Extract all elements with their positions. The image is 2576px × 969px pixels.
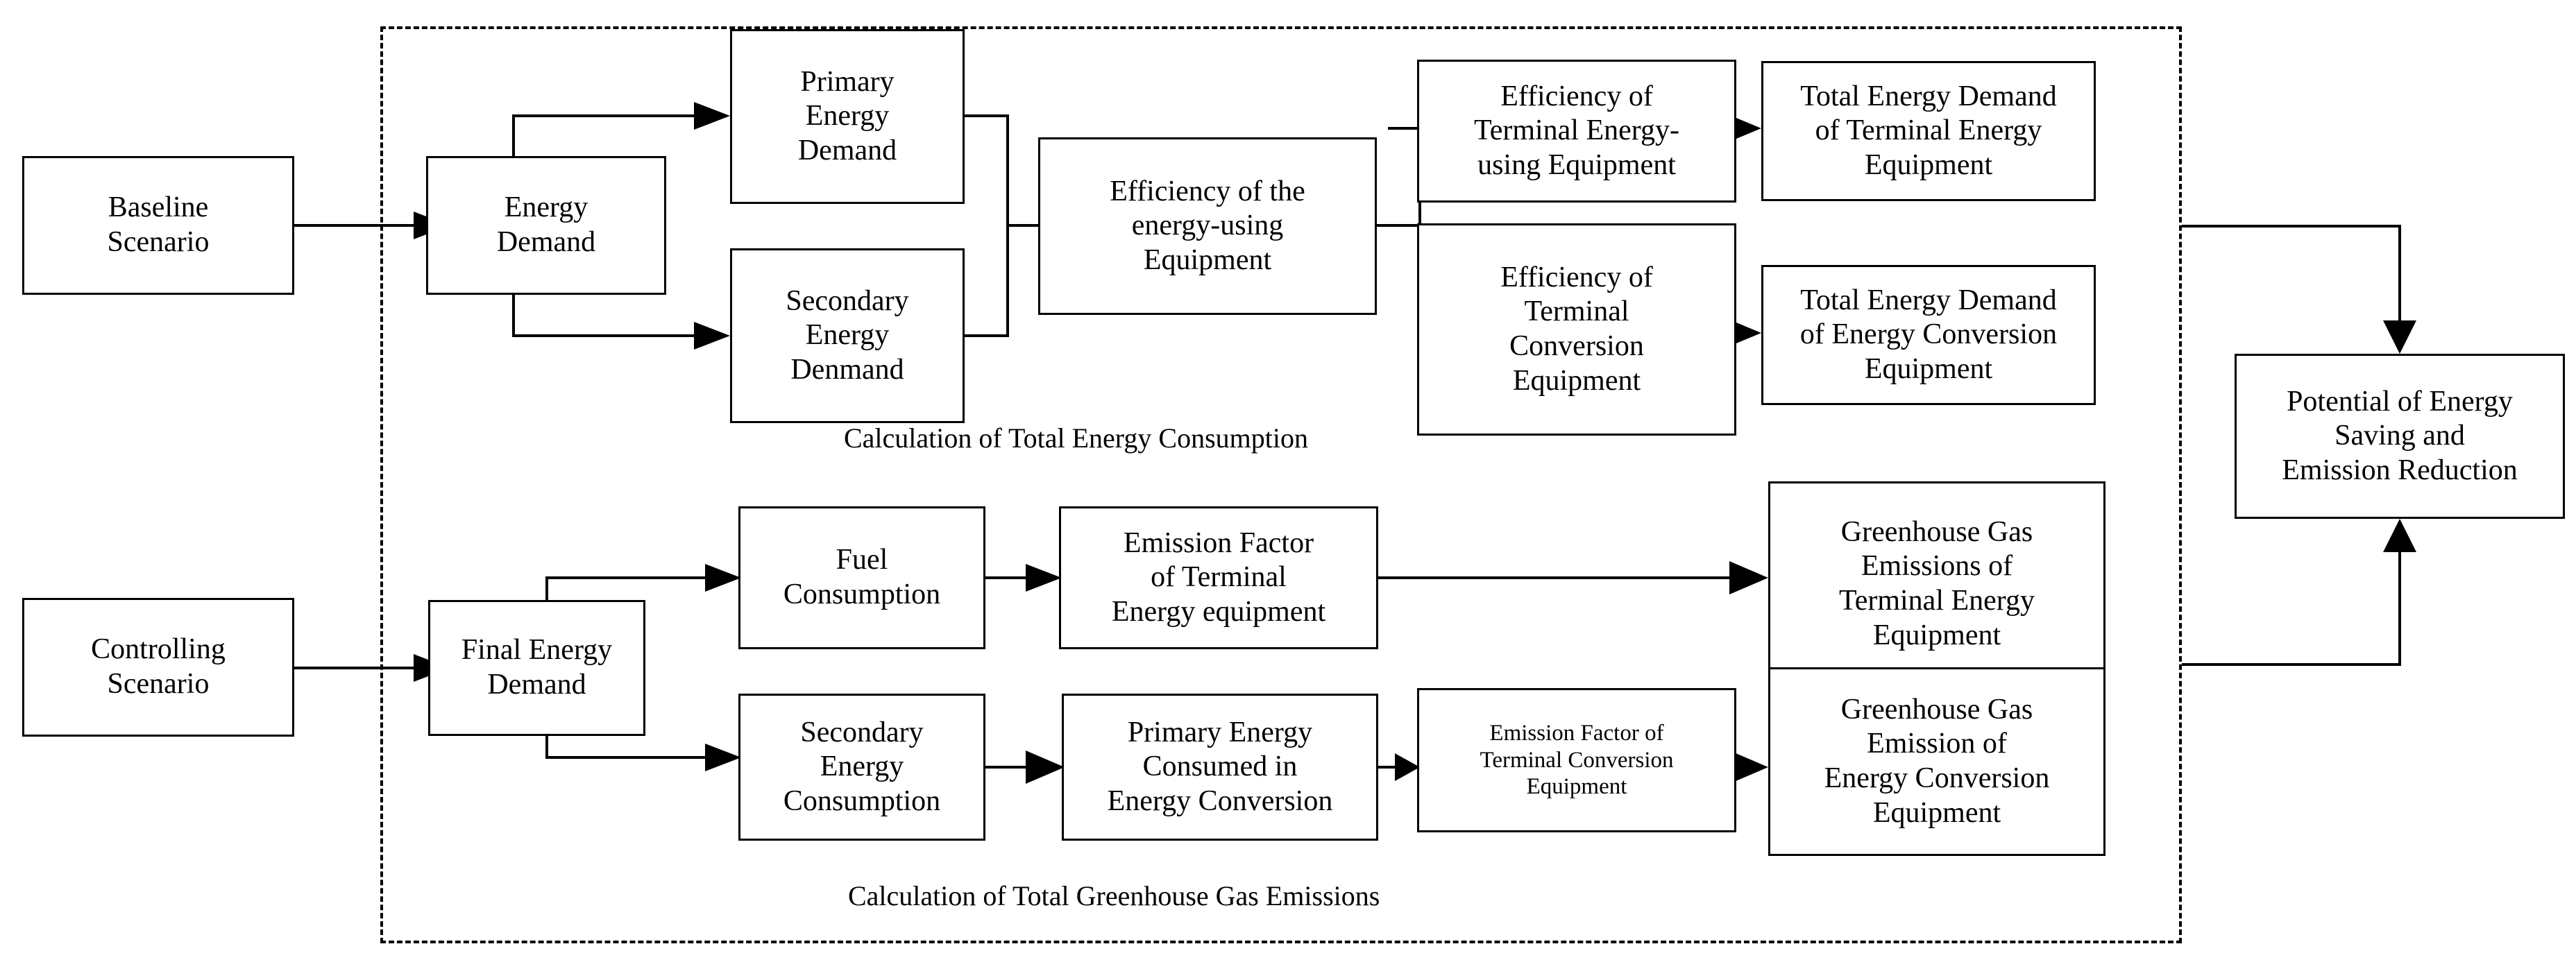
node-secondary-energy-denmand[interactable]: Secondary Energy Denmand [730, 248, 965, 423]
node-fuel-consumption-label: Fuel Consumption [783, 544, 941, 610]
caption-total-greenhouse-gas-emissions: Calculation of Total Greenhouse Gas Emis… [848, 880, 1380, 912]
caption-total-energy-consumption: Calculation of Total Energy Consumption [844, 422, 1308, 454]
node-baseline-scenario[interactable]: Baseline Scenario [22, 156, 294, 295]
node-greenhouse-gas-emission-energy-conversion-equipment-label: Greenhouse Gas Emission of Energy Conver… [1824, 693, 2050, 829]
node-primary-energy-consumed-in-energy-conversion-label: Primary Energy Consumed in Energy Conver… [1107, 716, 1333, 817]
node-emission-factor-terminal-energy-equipment[interactable]: Emission Factor of Terminal Energy equip… [1059, 506, 1378, 649]
node-greenhouse-gas-emissions-terminal-energy-equipment-label: Greenhouse Gas Emissions of Terminal Ene… [1838, 515, 2035, 651]
node-baseline-scenario-label: Baseline Scenario [107, 191, 210, 258]
node-controlling-scenario-label: Controlling Scenario [91, 633, 226, 700]
node-emission-factor-terminal-conversion-equipment-label: Emission Factor of Terminal Conversion E… [1480, 720, 1674, 800]
node-total-energy-demand-terminal-energy-equipment[interactable]: Total Energy Demand of Terminal Energy E… [1761, 61, 2096, 201]
model-boundary-dashed-region [380, 26, 2182, 943]
arrow-top-to-potential-box [2182, 225, 2416, 354]
node-efficiency-terminal-energy-using-equipment-label: Efficiency of Terminal Energy- using Equ… [1473, 80, 1679, 181]
node-total-energy-demand-terminal-energy-equipment-label: Total Energy Demand of Terminal Energy E… [1800, 80, 2057, 181]
node-controlling-scenario[interactable]: Controlling Scenario [22, 598, 294, 737]
node-primary-energy-consumed-in-energy-conversion[interactable]: Primary Energy Consumed in Energy Conver… [1062, 694, 1378, 841]
node-primary-energy-demand[interactable]: Primary Energy Demand [730, 29, 965, 204]
node-final-energy-demand[interactable]: Final Energy Demand [428, 600, 645, 736]
node-greenhouse-gas-emission-energy-conversion-equipment[interactable]: Greenhouse Gas Emission of Energy Conver… [1768, 667, 2105, 856]
node-greenhouse-gas-emissions-terminal-energy-equipment[interactable]: Greenhouse Gas Emissions of Terminal Ene… [1768, 481, 2105, 687]
node-secondary-energy-consumption-label: Secondary Energy Consumption [783, 716, 941, 817]
node-energy-demand-label: Energy Demand [496, 191, 596, 258]
node-total-energy-demand-energy-conversion-equipment-label: Total Energy Demand of Energy Conversion… [1799, 284, 2058, 385]
caption-total-energy-consumption-text: Calculation of Total Energy Consumption [844, 422, 1308, 454]
node-potential-energy-saving-emission-reduction-label: Potential of Energy Saving and Emission … [2282, 385, 2518, 486]
node-efficiency-terminal-conversion-equipment-label: Efficiency of Terminal Conversion Equipm… [1500, 261, 1653, 397]
node-fuel-consumption[interactable]: Fuel Consumption [738, 506, 985, 649]
node-energy-demand[interactable]: Energy Demand [426, 156, 666, 295]
node-final-energy-demand-label: Final Energy Demand [461, 634, 613, 701]
node-efficiency-energy-using-equipment[interactable]: Efficiency of the energy-using Equipment [1038, 137, 1377, 315]
node-total-energy-demand-energy-conversion-equipment[interactable]: Total Energy Demand of Energy Conversion… [1761, 265, 2096, 405]
node-emission-factor-terminal-energy-equipment-label: Emission Factor of Terminal Energy equip… [1111, 526, 1326, 628]
arrow-bottom-to-potential-box [2182, 519, 2416, 666]
node-efficiency-terminal-energy-using-equipment[interactable]: Efficiency of Terminal Energy- using Equ… [1417, 60, 1736, 203]
node-emission-factor-terminal-conversion-equipment[interactable]: Emission Factor of Terminal Conversion E… [1417, 688, 1736, 832]
node-secondary-energy-consumption[interactable]: Secondary Energy Consumption [738, 694, 985, 841]
node-efficiency-energy-using-equipment-label: Efficiency of the energy-using Equipment [1110, 175, 1305, 276]
node-primary-energy-demand-label: Primary Energy Demand [797, 65, 897, 166]
caption-total-greenhouse-gas-emissions-text: Calculation of Total Greenhouse Gas Emis… [848, 880, 1380, 911]
node-secondary-energy-denmand-label: Secondary Energy Denmand [786, 284, 909, 386]
node-efficiency-terminal-conversion-equipment[interactable]: Efficiency of Terminal Conversion Equipm… [1417, 223, 1736, 436]
node-potential-energy-saving-emission-reduction[interactable]: Potential of Energy Saving and Emission … [2235, 354, 2565, 519]
